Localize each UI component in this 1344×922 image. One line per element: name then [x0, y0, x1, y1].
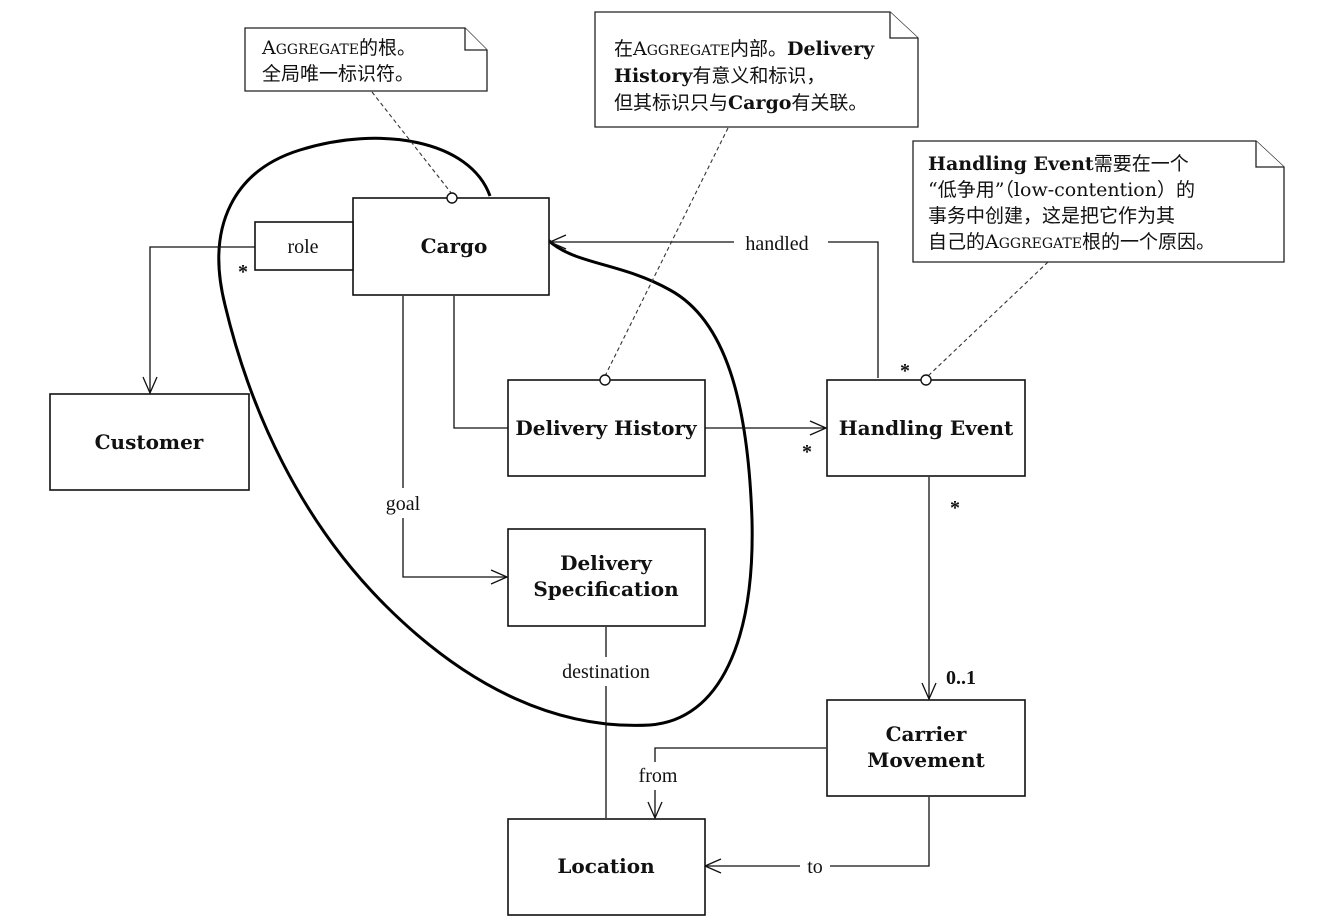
- customer-association-line: [142, 246, 255, 395]
- to-line-right: [830, 797, 930, 867]
- goal-line-lower: [402, 518, 509, 585]
- multiplicity-carrier-movement: 0..1: [946, 667, 976, 689]
- note-event-line1: Handling Event需要在一个: [928, 153, 1189, 175]
- history-root-marker-icon: [599, 374, 611, 386]
- handled-line: [828, 241, 879, 378]
- handled-label: handled: [745, 233, 808, 255]
- note-history-line2: History有意义和标识，: [614, 65, 825, 87]
- class-carrier-movement-label-1: Carrier: [886, 722, 967, 746]
- class-customer[interactable]: Customer: [49, 393, 250, 491]
- class-location[interactable]: Location: [507, 818, 706, 916]
- class-location-label: Location: [557, 854, 655, 878]
- class-cargo-label: Cargo: [421, 234, 488, 258]
- note-history-line1: 在AGGREGATE内部。Delivery: [614, 38, 875, 60]
- class-handling-event[interactable]: Handling Event: [826, 379, 1026, 477]
- multiplicity-customer-cargo: *: [238, 261, 248, 283]
- cargo-history-line: [453, 296, 508, 429]
- note-history-line3: 但其标识只与Cargo有关联。: [614, 92, 867, 114]
- history-note-anchor: [604, 127, 729, 377]
- note-delivery-history: 在AGGREGATE内部。Delivery History有意义和标识， 但其标…: [594, 11, 919, 128]
- class-delivery-history-label: Delivery History: [515, 416, 698, 440]
- aggregate-boundary: [217, 136, 754, 727]
- class-delivery-specification-label-1: Delivery: [560, 551, 653, 575]
- class-carrier-movement[interactable]: Carrier Movement: [826, 699, 1026, 797]
- note-event-line4: 自己的AGGREGATE根的一个原因。: [928, 231, 1215, 253]
- from-label: from: [639, 765, 678, 787]
- class-cargo[interactable]: Cargo: [352, 197, 550, 296]
- role-label: role: [287, 236, 318, 258]
- note-event-line2: “低争用”（low-contention）的: [928, 179, 1195, 201]
- multiplicity-handling-event-top: *: [900, 360, 910, 382]
- goal-label: goal: [386, 493, 421, 515]
- root-note-anchor: [371, 91, 453, 195]
- class-customer-label: Customer: [95, 430, 204, 454]
- class-delivery-history[interactable]: Delivery History: [507, 379, 706, 477]
- class-delivery-specification[interactable]: Delivery Specification: [507, 528, 706, 627]
- multiplicity-history-events: *: [802, 441, 812, 463]
- note-handling-event: Handling Event需要在一个 “低争用”（low-contention…: [912, 140, 1285, 263]
- class-carrier-movement-label-2: Movement: [867, 748, 985, 772]
- note-aggregate-root: AGGREGATE的根。 全局唯一标识符。: [244, 27, 488, 92]
- to-label: to: [807, 856, 823, 878]
- class-delivery-specification-label-2: Specification: [533, 577, 679, 601]
- class-handling-event-label: Handling Event: [839, 416, 1014, 440]
- note-root-line1: AGGREGATE的根。: [261, 37, 416, 59]
- event-root-marker-icon: [920, 374, 932, 386]
- cargo-root-marker-icon: [446, 192, 458, 204]
- event-note-anchor: [927, 261, 1049, 377]
- note-event-line3: 事务中创建，这是把它作为其: [928, 205, 1175, 227]
- destination-label: destination: [562, 661, 650, 683]
- note-root-line2: 全局唯一标识符。: [262, 63, 414, 85]
- multiplicity-handling-event-bottom: *: [950, 497, 960, 519]
- role-qualifier[interactable]: role: [254, 221, 354, 271]
- from-line-upper: [654, 747, 826, 762]
